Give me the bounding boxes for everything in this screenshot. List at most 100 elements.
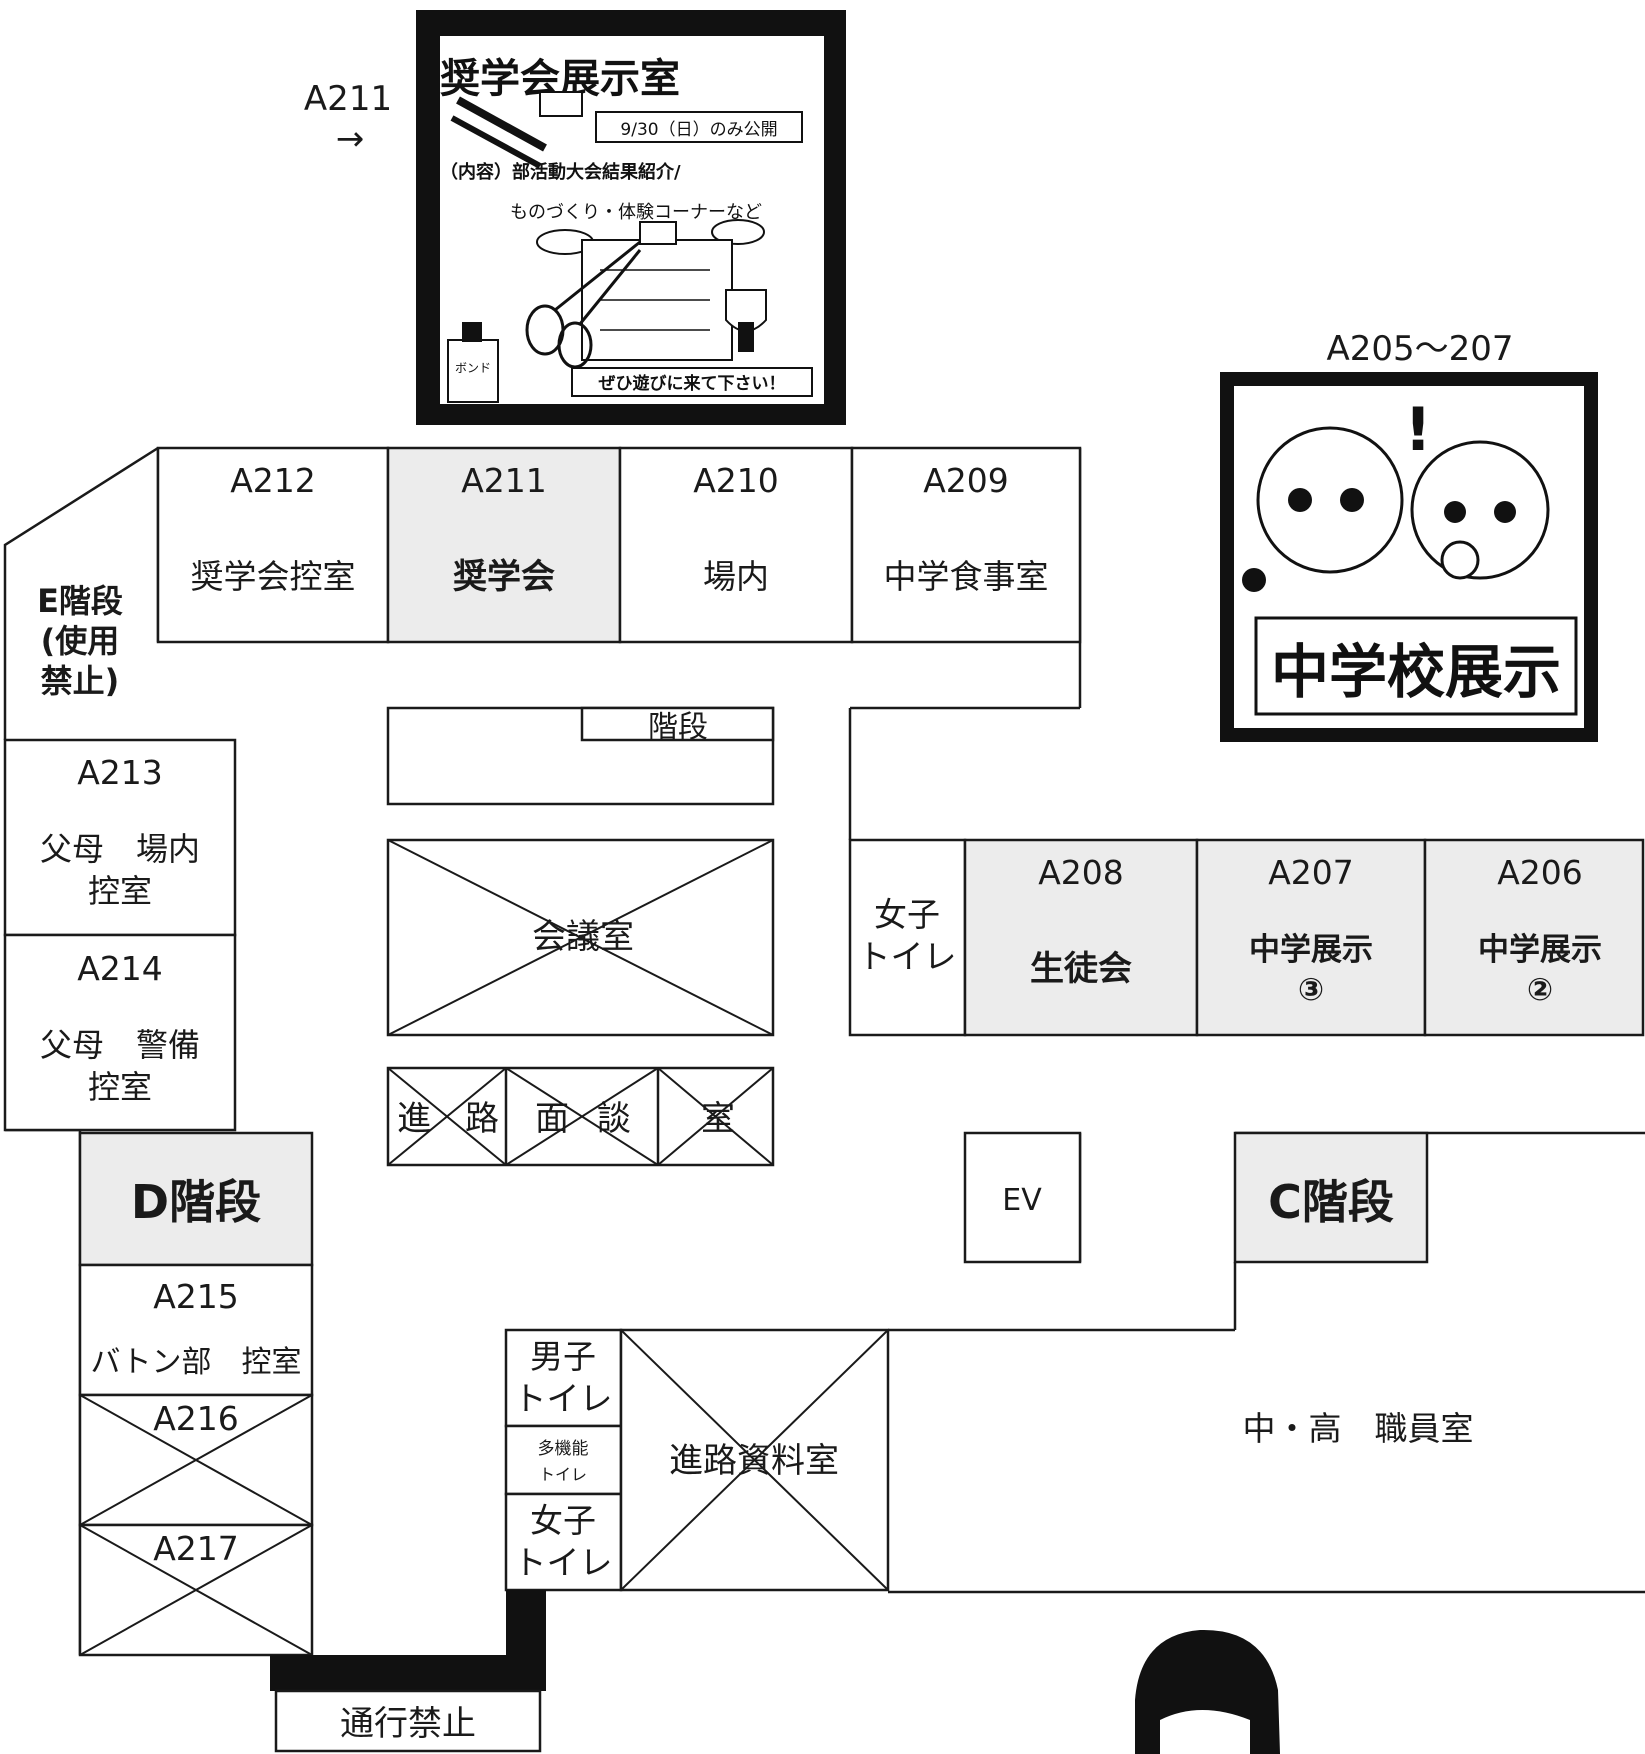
room-a213-number: A213 (77, 753, 163, 792)
d-stairs: D階段 (78, 1131, 314, 1267)
room-a212-number: A212 (230, 461, 316, 500)
poster-a211-pointer-label: A211 (304, 79, 392, 119)
e-stairs-line3: 禁止) (41, 662, 120, 700)
room-a206: A206 中学展示 ② (1423, 838, 1645, 1037)
poster-a211-footer-box (571, 367, 813, 397)
room-a211: A211 奨学会 (386, 446, 622, 644)
no-entry-label: 通行禁止 (340, 1704, 476, 1744)
room-a213-name-2: 控室 (88, 872, 152, 910)
room-a215: A215 バトン部 控室 (78, 1263, 314, 1397)
womens-toilet-1: 女子 トイレ (848, 838, 967, 1037)
exclamation-icon: ! (1404, 395, 1431, 465)
mushroom-icon (1242, 568, 1266, 592)
womens-toilet-1-line1: 女子 (874, 895, 940, 934)
womens-toilet-2: 女子 トイレ (504, 1492, 623, 1592)
room-a214-name-2: 控室 (88, 1068, 152, 1106)
pointer-arrow-icon: → (336, 119, 365, 159)
room-a214-number: A214 (77, 949, 163, 988)
womens-toilet-2-line1: 女子 (530, 1501, 596, 1540)
poster-a211: A211 → 奨学会展示室 9/30（日）のみ公開 （内容）部活動大会結果紹介/… (304, 10, 846, 425)
poster-a211-date: 9/30（日）のみ公開 (620, 120, 777, 140)
room-a208-number: A208 (1038, 853, 1124, 892)
room-a206-sub: ② (1527, 972, 1553, 1008)
room-a213: A213 父母 場内 控室 (3, 738, 237, 937)
room-a214-name-1: 父母 警備 (40, 1026, 200, 1064)
room-a210-number: A210 (693, 461, 779, 500)
character-head-illustration (1135, 1629, 1280, 1754)
counseling-char-4: 談 (597, 1099, 631, 1139)
e-stairs-line1: E階段 (37, 582, 123, 620)
c-stairs-label: C階段 (1268, 1175, 1394, 1229)
room-a216: A216 (78, 1393, 314, 1527)
no-entry-area: 通行禁止 (270, 1590, 546, 1753)
mens-toilet-line1: 男子 (530, 1337, 596, 1376)
trophy-icon (725, 289, 767, 352)
meeting-room: 会議室 (386, 838, 775, 1037)
room-a211-number: A211 (461, 461, 547, 500)
e-stairs-line2: (使用 (41, 622, 120, 660)
room-a207-number: A207 (1268, 853, 1354, 892)
scissors-icon (525, 240, 642, 369)
womens-toilet-2-line2: トイレ (514, 1543, 613, 1582)
staff-room: 中・高 職員室 (1243, 1409, 1474, 1448)
glue-bottle-icon: ボンド (447, 322, 499, 403)
stairs-center-label: 階段 (648, 710, 708, 745)
room-a208-name: 生徒会 (1030, 949, 1132, 989)
school-building-icon (581, 221, 733, 361)
glue-bottle-label: ボンド (455, 361, 491, 375)
poster-a211-footer: ぜひ遊びに来て下さい！ (599, 373, 786, 394)
magnifier-icon (1440, 540, 1480, 580)
room-a213-name-1: 父母 場内 (40, 830, 200, 868)
cloud-icon (711, 219, 765, 245)
mens-toilet: 男子 トイレ (504, 1328, 623, 1428)
room-a209: A209 中学食事室 (850, 446, 1082, 644)
counseling-char-2: 路 (465, 1099, 499, 1139)
room-a207-name: 中学展示 (1249, 932, 1373, 968)
room-a214: A214 父母 警備 控室 (3, 933, 237, 1132)
stairs-center: 階段 (386, 706, 775, 806)
room-a217: A217 (78, 1523, 314, 1657)
d-stairs-label: D階段 (131, 1175, 261, 1229)
poster-a211-date-box (595, 111, 803, 143)
room-a217-number: A217 (153, 1529, 239, 1568)
room-a212-name: 奨学会控室 (191, 557, 356, 596)
room-a215-number: A215 (153, 1277, 239, 1316)
room-a215-name: バトン部 控室 (91, 1345, 302, 1380)
poster-a205-207: A205～207 ! 中学校展示 (1220, 329, 1598, 742)
room-a210-name: 場内 (703, 557, 769, 596)
room-a206-name: 中学展示 (1478, 932, 1602, 968)
e-stairs: E階段 (使用 禁止) (37, 582, 123, 700)
pencil-icon (450, 96, 547, 169)
mens-toilet-line2: トイレ (514, 1379, 613, 1418)
student-characters-illustration (1242, 426, 1550, 592)
poster-a205-pointer-label: A205～207 (1326, 329, 1513, 369)
career-library-label: 進路資料室 (669, 1441, 839, 1481)
multipurpose-toilet-line1: 多機能 (538, 1439, 589, 1459)
womens-toilet-1-line2: トイレ (858, 937, 957, 976)
poster-a205-banner (1254, 616, 1578, 716)
room-a207-sub: ③ (1298, 972, 1324, 1008)
poster-a205-title: 中学校展示 (1271, 638, 1561, 706)
meeting-room-label: 会議室 (532, 917, 634, 957)
counseling-room: 進 路 面 談 室 (386, 1066, 775, 1167)
counseling-char-3: 面 (535, 1099, 569, 1139)
room-a216-number: A216 (153, 1399, 239, 1438)
counseling-char-5: 室 (701, 1099, 735, 1139)
room-a207: A207 中学展示 ③ (1195, 838, 1427, 1037)
room-a209-number: A209 (923, 461, 1009, 500)
career-library: 進路資料室 (619, 1328, 890, 1592)
multipurpose-toilet-line2: トイレ (539, 1465, 587, 1484)
elevator-label: EV (1002, 1183, 1042, 1218)
eraser-icon (539, 91, 583, 117)
counseling-char-1: 進 (397, 1099, 431, 1139)
room-a211-name: 奨学会 (453, 557, 555, 597)
elevator: EV (963, 1131, 1082, 1264)
poster-a211-content-1: （内容）部活動大会結果紹介/ (440, 161, 681, 183)
room-a209-name: 中学食事室 (884, 557, 1049, 596)
blocked-wall (506, 1590, 546, 1660)
room-a210: A210 場内 (618, 446, 854, 644)
multipurpose-toilet: 多機能 トイレ (504, 1424, 623, 1496)
staff-room-label: 中・高 職員室 (1243, 1409, 1474, 1448)
c-stairs: C階段 (1233, 1131, 1429, 1264)
